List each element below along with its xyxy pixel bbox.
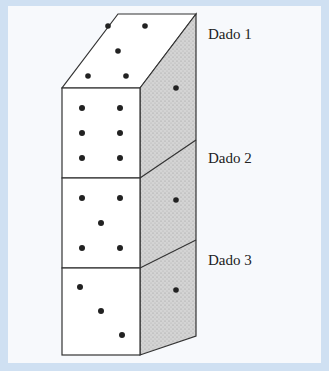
front-face [62,268,140,355]
front-face [62,88,140,178]
die-label: Dado 1 [208,26,252,43]
die-label: Dado 3 [208,252,252,269]
front-face [62,178,140,268]
side-face [140,14,196,355]
die-label: Dado 2 [208,150,252,167]
